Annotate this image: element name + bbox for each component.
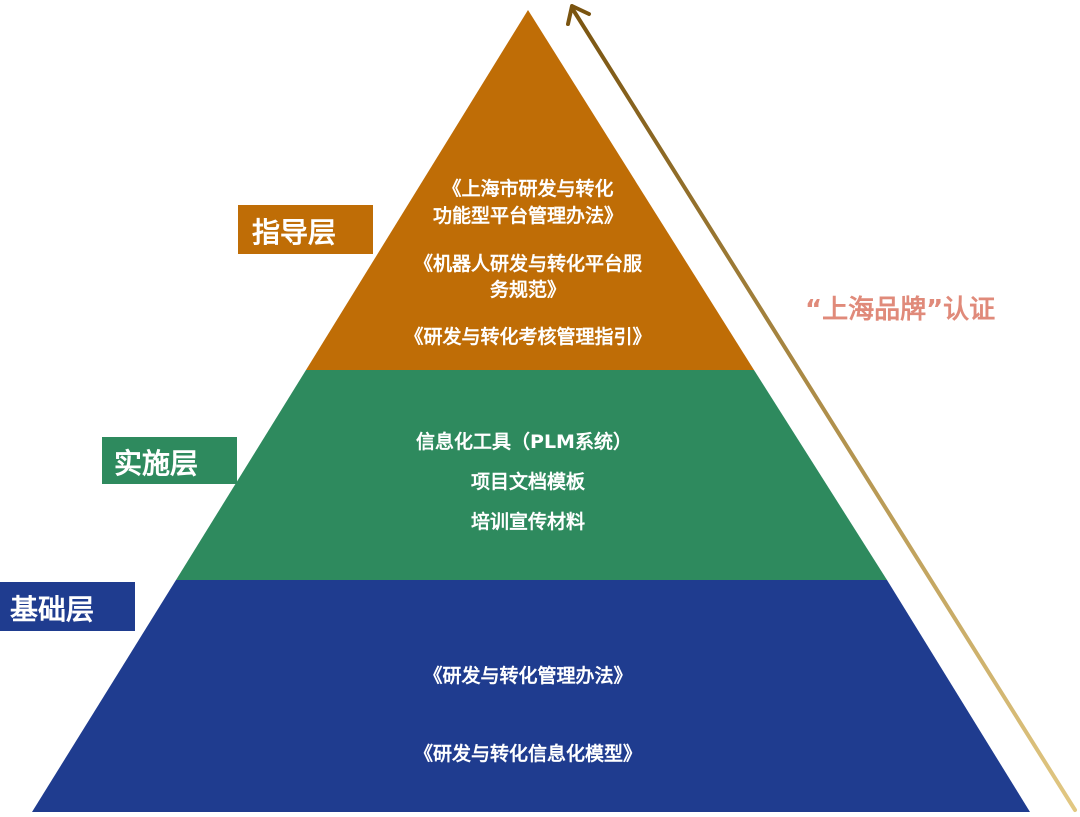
top-tier-item-5: 《研发与转化考核管理指引》 <box>404 325 651 348</box>
brand-arrow <box>570 6 1077 812</box>
tier-top-shape <box>306 10 754 370</box>
arrow-head-icon <box>566 4 591 26</box>
bottom-tier-label-text: 基础层 <box>10 593 94 626</box>
top-tier-label-text: 指导层 <box>252 216 336 249</box>
top-tier-item-1: 《上海市研发与转化 <box>442 177 613 200</box>
top-tier-label-bg <box>238 205 373 254</box>
bottom-tier-label: 基础层 <box>0 582 135 631</box>
top-tier-item-4: 务规范》 <box>490 278 566 301</box>
top-tier-label: 指导层 <box>238 205 373 254</box>
middle-tier-item-1: 信息化工具（PLM系统） <box>416 430 632 453</box>
top-tier-item-2: 功能型平台管理办法》 <box>433 204 623 227</box>
middle-tier-label-text: 实施层 <box>114 447 198 480</box>
middle-tier-label: 实施层 <box>102 437 237 484</box>
tier-bottom-shape <box>32 580 1030 812</box>
middle-tier-item-2: 项目文档模板 <box>471 470 586 493</box>
top-tier-item-3: 《机器人研发与转化平台服 <box>414 252 643 275</box>
bottom-tier-item-1: 《研发与转化管理办法》 <box>423 664 632 687</box>
certification-label: “上海品牌”认证 <box>805 294 995 325</box>
middle-tier-item-3: 培训宣传材料 <box>471 510 585 533</box>
bottom-tier-label-bg <box>0 582 135 631</box>
middle-tier-label-bg <box>102 437 237 484</box>
tier-middle-shape <box>176 370 887 580</box>
bottom-tier-item-2: 《研发与转化信息化模型》 <box>414 742 642 765</box>
